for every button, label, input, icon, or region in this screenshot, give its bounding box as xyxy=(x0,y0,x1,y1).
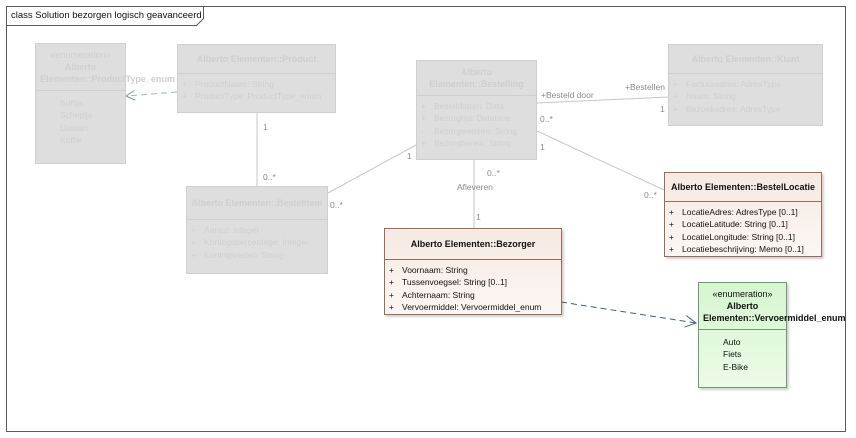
attribute: +Vervoermiddel: Vervoermiddel_enum xyxy=(389,302,542,313)
enum-literal: Koffie xyxy=(60,135,82,146)
class-header: Alberto Elementen::Bestelling xyxy=(417,61,536,95)
role-besteld-door: +Besteld door xyxy=(541,90,594,100)
class-name: Alberto Elementen::Product xyxy=(196,54,317,64)
class-name: Alberto Elementen::Bestelitem xyxy=(191,198,323,208)
mult-bestelling-locatie-top: 1 xyxy=(540,142,545,152)
class-name: Alberto Elementen::Vervoermiddel_enum xyxy=(703,301,846,323)
role-bestellen: +Bestellen xyxy=(625,82,665,92)
class-vervoermiddel-enum[interactable]: «enumeration» Alberto Elementen::Vervoer… xyxy=(698,282,846,388)
attribute-list: +ProductNaam: String +ProductType: Produ… xyxy=(178,74,335,107)
edge-bestelling-klant[interactable] xyxy=(536,96,669,104)
attribute: +LocatieAdres: AdresType [0..1] xyxy=(669,207,798,217)
enum-literal: Schepijs xyxy=(60,110,93,121)
class-name: Alberto Elementen::Bestelling xyxy=(429,67,524,89)
role-afleveren: Afleveren xyxy=(457,182,493,192)
edge-bestelitem-bestelling[interactable] xyxy=(327,144,417,194)
attribute: +Bezoekadres: AdresType xyxy=(673,103,781,114)
attribute: +LocatieLatitude: String [0..1] xyxy=(669,219,788,230)
attribute: +Kortingspercentage: Integer xyxy=(191,237,309,248)
attribute: +ProductType: ProductType_enum xyxy=(182,91,322,102)
class-bestellocatie[interactable]: Alberto Elementen::BestelLocatie +Locati… xyxy=(664,172,822,257)
class-name: Alberto Elementen::Bezorger xyxy=(410,239,536,249)
class-header: «enumeration» Alberto Elementen::Vervoer… xyxy=(699,283,846,329)
mult-bestelling-left: 1 xyxy=(407,151,412,161)
attribute: +Locatiebeschrijving: Memo [0..1] xyxy=(669,244,804,255)
enum-literal: Softijs xyxy=(60,98,84,108)
enum-literal: Auto xyxy=(723,337,741,347)
mult-product-top: 1 xyxy=(263,122,268,132)
stereotype: «enumeration» xyxy=(50,50,111,60)
class-name: Alberto Elementen::ProductType_enum xyxy=(40,62,175,84)
diagram-frame xyxy=(6,6,846,432)
attribute-list: +LocatieAdres: AdresType [0..1] +Locatie… xyxy=(665,202,821,260)
class-product[interactable]: Alberto Elementen::Product +ProductNaam:… xyxy=(177,44,336,113)
mult-afleveren-top: 0..* xyxy=(487,168,500,178)
attribute-list: +Besteldatum: Data +Bezorgtijd: Datetime… xyxy=(417,96,536,154)
mult-bestelling-locatie-bottom: 0..* xyxy=(644,190,657,200)
class-header: Alberto Elementen::Bezorger xyxy=(385,229,561,259)
enum-literals: Auto Fiets E-Bike xyxy=(699,330,786,377)
attribute: +Besteldatum: Data xyxy=(421,101,504,111)
attribute: +Kortingsreden: String xyxy=(191,249,284,260)
class-bezorger[interactable]: Alberto Elementen::Bezorger +Voornaam: S… xyxy=(384,228,562,315)
enum-literals: Softijs Schepijs IJstaart Koffie xyxy=(36,91,125,151)
class-bestelitem[interactable]: Alberto Elementen::Bestelitem +Aantal: I… xyxy=(186,186,328,274)
frame-tab xyxy=(6,6,204,26)
stereotype: «enumeration» xyxy=(712,289,773,299)
class-header: Alberto Elementen::Product xyxy=(178,45,335,73)
class-header: Alberto Elementen::Klant xyxy=(669,45,822,73)
class-name: Alberto Elementen::BestelLocatie xyxy=(670,182,816,192)
class-header: Alberto Elementen::BestelLocatie xyxy=(665,173,821,201)
class-header: Alberto Elementen::Bestelitem xyxy=(187,187,327,219)
edge-product-to-producttype[interactable] xyxy=(126,92,178,96)
attribute: +ProductNaam: String xyxy=(182,79,274,89)
attribute: +Factuuradres: AdresType xyxy=(673,79,781,89)
class-bestelling[interactable]: Alberto Elementen::Bestelling +Besteldat… xyxy=(416,60,537,160)
mult-bestelitem-top: 0..* xyxy=(263,172,276,182)
attribute: +Achternaam: String xyxy=(389,289,475,300)
frame-title: class Solution bezorgen logisch geavance… xyxy=(11,10,202,21)
mult-bestelling-klant-right: 1 xyxy=(660,104,665,114)
attribute: +LocatieLongitude: String [0..1] xyxy=(669,231,795,242)
enum-literal: E-Bike xyxy=(723,361,749,372)
attribute: +Tussenvoegsel: String [0..1] xyxy=(389,277,508,288)
attribute-list: +Voornaam: String +Tussenvoegsel: String… xyxy=(385,260,561,318)
attribute: +Bezorgtijd: Datetime xyxy=(421,113,511,124)
edge-bezorger-to-vervoermiddel[interactable] xyxy=(560,301,696,323)
attribute: +Voornaam: String xyxy=(389,265,468,275)
class-name: Alberto Elementen::Klant xyxy=(691,54,800,64)
attribute: -Bezorgwensen: String xyxy=(421,125,518,136)
attribute: +Bezorgbereik: String xyxy=(421,138,512,149)
edge-bestelling-bestellocatie[interactable] xyxy=(536,130,665,191)
mult-bestelitem-right: 0..* xyxy=(330,200,343,210)
attribute-list: +Aantal: Integer +Kortingspercentage: In… xyxy=(187,220,327,265)
enum-literal: IJstaart xyxy=(60,122,88,133)
class-producttype-enum[interactable]: «enumeration» Alberto Elementen::Product… xyxy=(35,43,175,164)
enum-literal: Fiets xyxy=(723,349,742,360)
mult-bestelling-klant-left: 0..* xyxy=(540,114,553,124)
attribute: +Aantal: Integer xyxy=(191,225,260,235)
mult-afleveren-bottom: 1 xyxy=(476,212,481,222)
attribute: +Naam: String xyxy=(673,91,736,102)
class-header: «enumeration» Alberto Elementen::Product… xyxy=(36,44,175,90)
class-klant[interactable]: Alberto Elementen::Klant +Factuuradres: … xyxy=(668,44,823,126)
attribute-list: +Factuuradres: AdresType +Naam: String +… xyxy=(669,74,822,119)
